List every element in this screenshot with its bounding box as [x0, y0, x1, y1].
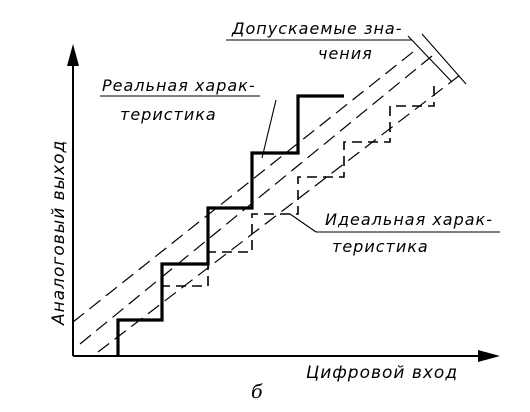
real-label-line2: теристика [120, 105, 217, 124]
x-axis-label: Цифровой вход [306, 363, 458, 383]
x-axis-arrow-icon [478, 350, 500, 362]
tolerance-leader-1 [407, 35, 453, 83]
figure-caption: б [251, 381, 263, 403]
tolerance-line-lower [97, 71, 465, 353]
y-axis-label: Аналоговый выход [49, 140, 69, 326]
ideal-label-line1: Идеальная харак- [325, 210, 493, 229]
real-label-line1: Реальная харак- [102, 76, 256, 95]
tolerance-leader-2 [421, 33, 467, 85]
leader-lines [100, 33, 500, 233]
tolerance-line-middle [79, 55, 433, 345]
y-axis-arrow-icon [67, 44, 79, 66]
real-leader [261, 99, 277, 159]
tolerance-label-line2: чения [318, 44, 373, 63]
ideal-leader [289, 213, 317, 233]
ideal-label-line2: теристика [332, 237, 429, 256]
axes [67, 44, 500, 362]
tolerance-line-upper [72, 47, 419, 323]
tolerance-label-line1: Допускаемые зна- [231, 19, 403, 38]
tolerance-band [72, 47, 465, 353]
annotations: Допускаемые зна- чения Реальная харак- т… [49, 19, 493, 403]
real-characteristic-staircase [116, 94, 344, 356]
